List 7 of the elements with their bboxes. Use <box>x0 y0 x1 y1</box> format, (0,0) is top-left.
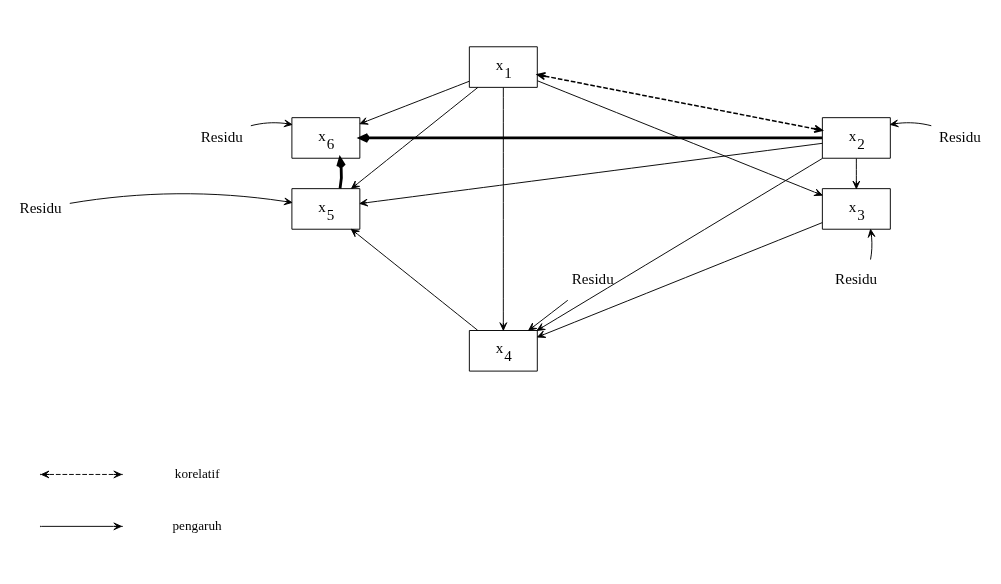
node-text: Residu <box>200 128 243 145</box>
node-text: Residu <box>19 199 62 216</box>
legend-label: korelatif <box>174 465 220 481</box>
node-text: Residu <box>938 128 981 145</box>
legend-label: pengaruh <box>172 517 222 533</box>
node-text: Residu <box>835 270 878 287</box>
node-text: Residu <box>571 270 614 287</box>
